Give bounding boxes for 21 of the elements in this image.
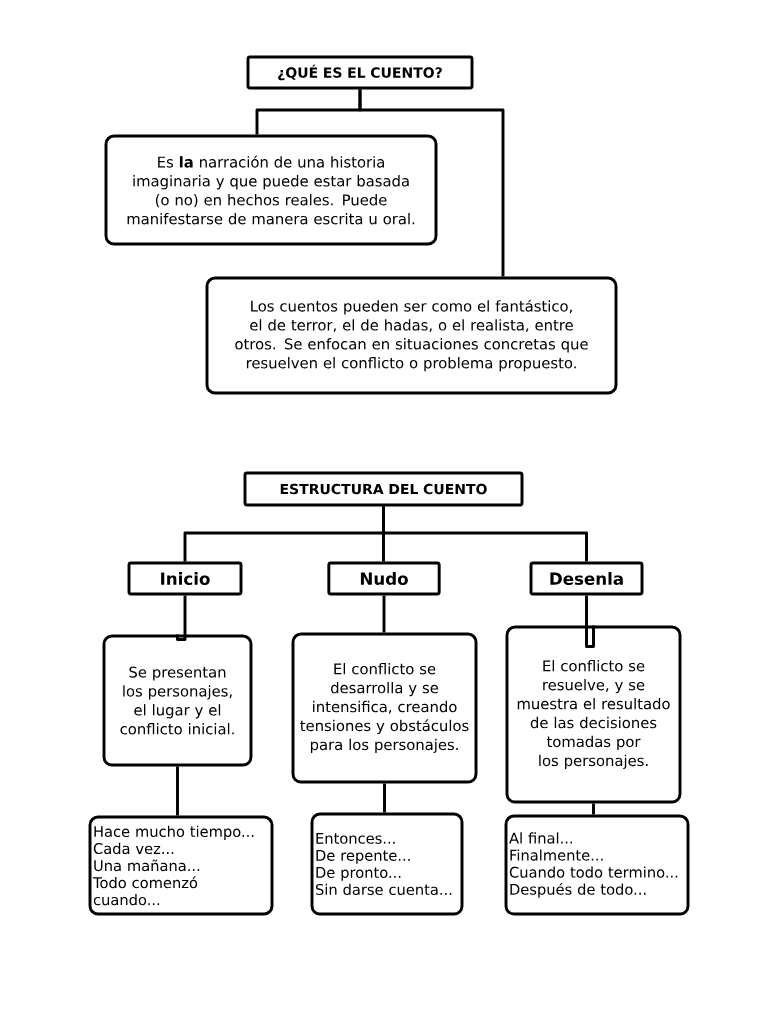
title-box: ¿QUÉ ES EL CUENTO? — [246, 55, 474, 90]
connector-line — [358, 89, 505, 277]
connector-line — [383, 783, 386, 813]
text-box: Se presentan los personajes, el lugar y el conflicto inicial. — [102, 634, 253, 767]
heading-box: Inicio — [127, 561, 243, 596]
title-box: ESTRUCTURA DEL CUENTO — [243, 471, 524, 507]
list-box: Entonces... De repente... De pronto... Sin darse cuenta... — [310, 812, 464, 916]
text-box: Es la narración de una historia imaginaria y que puede estar basada (o no) en hechos reales. Puede manifestarse de manera escrita u oral. — [104, 134, 438, 246]
connector-line — [585, 595, 595, 648]
text-box: El conflicto se resuelve, y se muestra el resultado de las decisiones tomadas por los personajes. — [505, 625, 682, 804]
text-box: Los cuentos pueden ser como el fantástico, el de terror, el de hadas, o el realista, entre otros. Se enfocan en situaciones concretas que resuelven el conflicto o problema propuesto. — [205, 276, 618, 395]
connector-line — [176, 766, 179, 816]
text-box: El conflicto se desarrolla y se intensifica, creando tensiones y obstáculos para los personajes. — [291, 632, 478, 784]
heading-box: Desenla — [529, 561, 644, 596]
connector-line — [176, 595, 187, 641]
connector-line — [592, 803, 595, 815]
list-box: Hace mucho tiempo... Cada vez... Una mañana... Todo comenzó cuando... — [88, 815, 274, 916]
connector-line — [382, 595, 386, 633]
connector-line — [382, 506, 588, 562]
heading-box: Nudo — [327, 561, 441, 596]
list-box: Al final... Finalmente... Cuando todo termino... Después de todo... — [504, 814, 690, 916]
